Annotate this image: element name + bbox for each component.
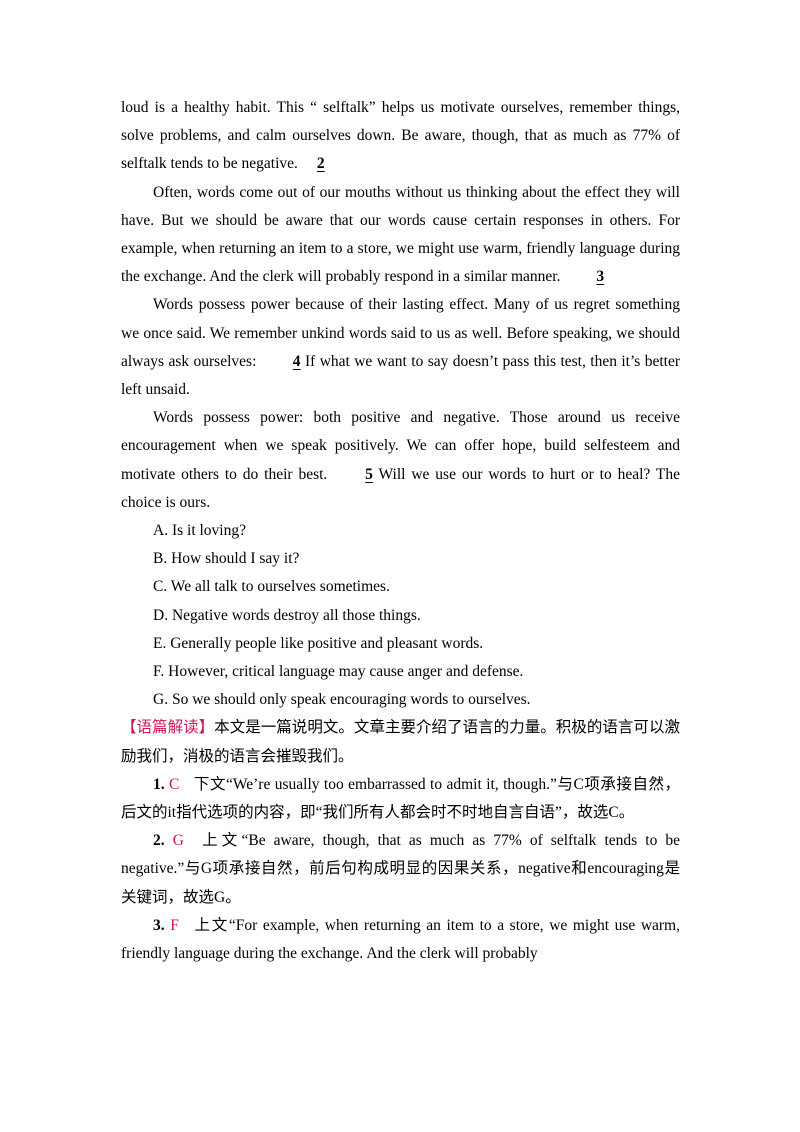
passage-paragraph-1: loud is a healthy habit. This “ selftalk…: [121, 94, 680, 179]
option-a: A. Is it loving?: [153, 522, 246, 540]
passage-paragraph-4: Words possess power: both positive and n…: [121, 404, 680, 517]
blank-5: 5: [365, 465, 373, 483]
option-g: G. So we should only speak encouraging w…: [153, 691, 531, 709]
paragraph-text: Words possess power: both positive and n…: [121, 409, 680, 483]
paragraph-text: Words possess power because of their las…: [121, 296, 680, 370]
answer-letter: G: [172, 832, 184, 850]
answer-explanation: 上文“Be aware, though, that as much as 77%…: [121, 832, 681, 906]
answer-letter: F: [170, 916, 179, 934]
option-d: D. Negative words destroy all those thin…: [153, 606, 421, 624]
passage-paragraph-3: Words possess power because of their las…: [121, 291, 680, 404]
passage-paragraph-2: Often, words come out of our mouths with…: [121, 179, 680, 292]
paragraph-tail: If what we want to say doesn’t pass this…: [121, 352, 681, 399]
answer-number: 1.: [153, 775, 165, 793]
blank-4: 4: [292, 352, 301, 370]
blank-3: 3: [596, 268, 605, 286]
answer-explanation: 下文“We’re usually too embarrassed to admi…: [121, 775, 681, 822]
option-c: C. We all talk to ourselves sometimes.: [153, 578, 390, 596]
option-e: E. Generally people like positive and pl…: [153, 634, 484, 652]
blank-2: 2: [316, 155, 325, 173]
option-b: B. How should I say it?: [153, 550, 300, 568]
discourse-analysis: 【语篇解读】本文是一篇说明文。文章主要介绍了语言的力量。积极的语言可以激励我们，…: [121, 714, 680, 770]
answer-explanation: 上文“For example, when returning an item t…: [121, 916, 680, 963]
analysis-label: 【语篇解读】: [121, 719, 215, 737]
paragraph-text: Often, words come out of our mouths with…: [121, 183, 680, 286]
paragraph-text: loud is a healthy habit. This “ selftalk…: [121, 99, 680, 173]
answer-number: 2.: [153, 832, 165, 850]
analysis-text: 本文是一篇说明文。文章主要介绍了语言的力量。积极的语言可以激励我们，消极的语言会…: [121, 719, 680, 765]
option-f: F. However, critical language may cause …: [153, 663, 524, 681]
paragraph-tail: Will we use our words to hurt or to heal…: [121, 465, 680, 511]
answer-number: 3.: [153, 916, 165, 934]
document-page: loud is a healthy habit. This “ selftalk…: [121, 94, 680, 968]
answer-letter: C: [169, 775, 180, 793]
